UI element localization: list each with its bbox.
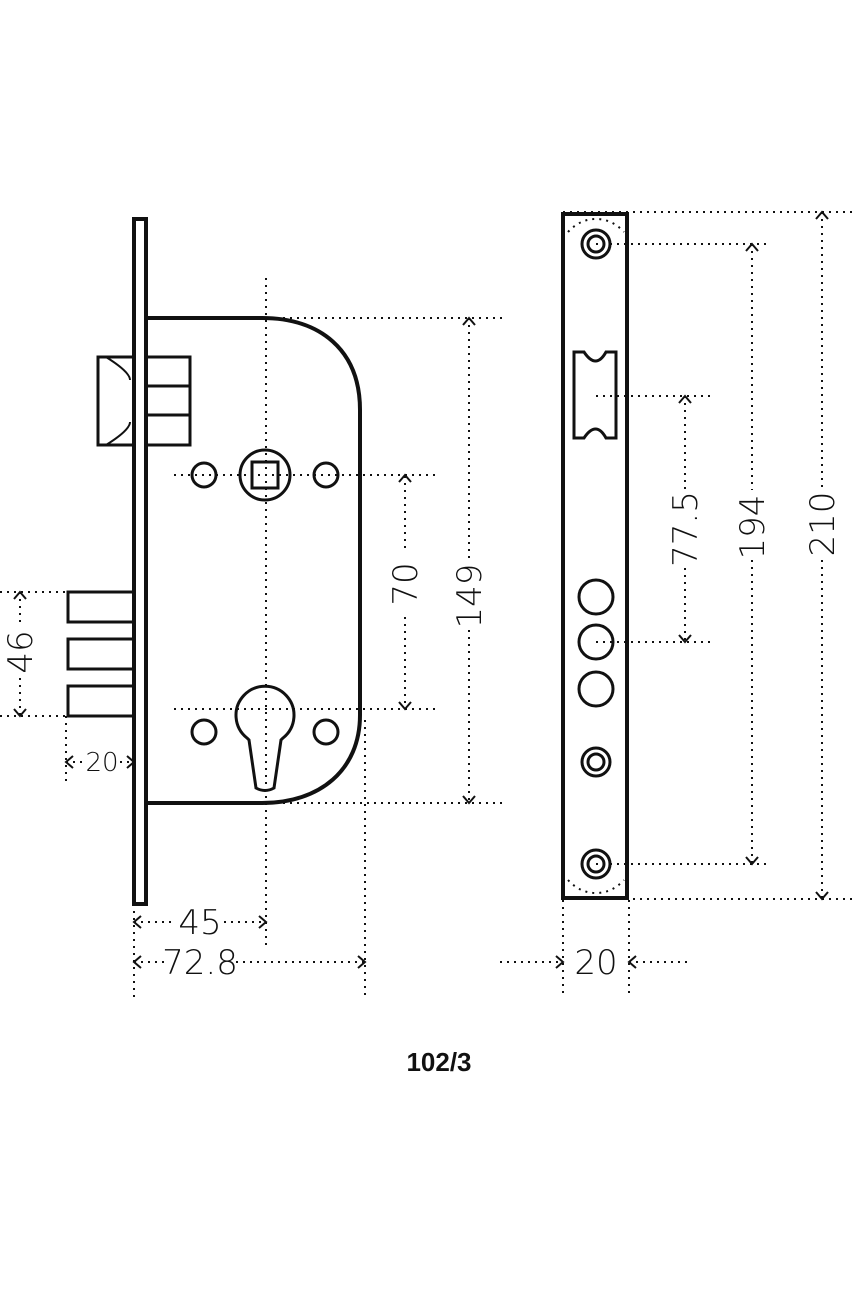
dead-bolt-prong <box>66 637 136 671</box>
front-reference-lines <box>500 211 855 997</box>
bolt-hole <box>577 623 615 661</box>
side-arrowheads <box>13 316 476 969</box>
side-reference-lines <box>0 278 505 997</box>
dim-faceplate-length: 210 <box>803 492 843 557</box>
dead-bolt-prong <box>66 590 136 624</box>
dim-case-height: 149 <box>450 564 490 629</box>
dim-faceplate-width: 20 <box>574 943 617 983</box>
screw-hole <box>312 461 340 489</box>
dead-bolt-holes <box>577 578 615 708</box>
dead-bolt-prong <box>66 684 136 718</box>
side-faceplate <box>132 217 148 906</box>
faceplate-screw-middle <box>580 746 612 778</box>
faceplate <box>561 212 629 900</box>
dim-backset: 45 <box>178 903 221 943</box>
dim-case-depth: 72.8 <box>162 943 238 983</box>
bolt-hole <box>577 670 615 708</box>
cylinder-cutout <box>190 684 340 792</box>
dim-handle-to-cylinder: 70 <box>386 562 426 605</box>
latch-opening <box>572 350 618 440</box>
dim-bolt-throw: 46 <box>1 630 41 673</box>
screw-hole <box>190 718 218 746</box>
dim-latch-to-bolt: 77.5 <box>666 491 706 567</box>
lock-side-view: 70 149 46 20 45 72.8 <box>0 217 505 997</box>
screw-hole <box>312 718 340 746</box>
lock-case-body <box>146 316 362 805</box>
dead-bolt-prongs <box>66 590 136 718</box>
bolt-hole <box>577 578 615 616</box>
model-code: 102/3 <box>406 1047 471 1077</box>
front-arrowheads <box>555 210 829 969</box>
dim-screw-spacing: 194 <box>733 495 773 560</box>
latch-bolt <box>96 355 192 447</box>
faceplate-front-view: 77.5 194 210 20 <box>500 210 855 997</box>
dim-bolt-offset: 20 <box>85 748 118 778</box>
